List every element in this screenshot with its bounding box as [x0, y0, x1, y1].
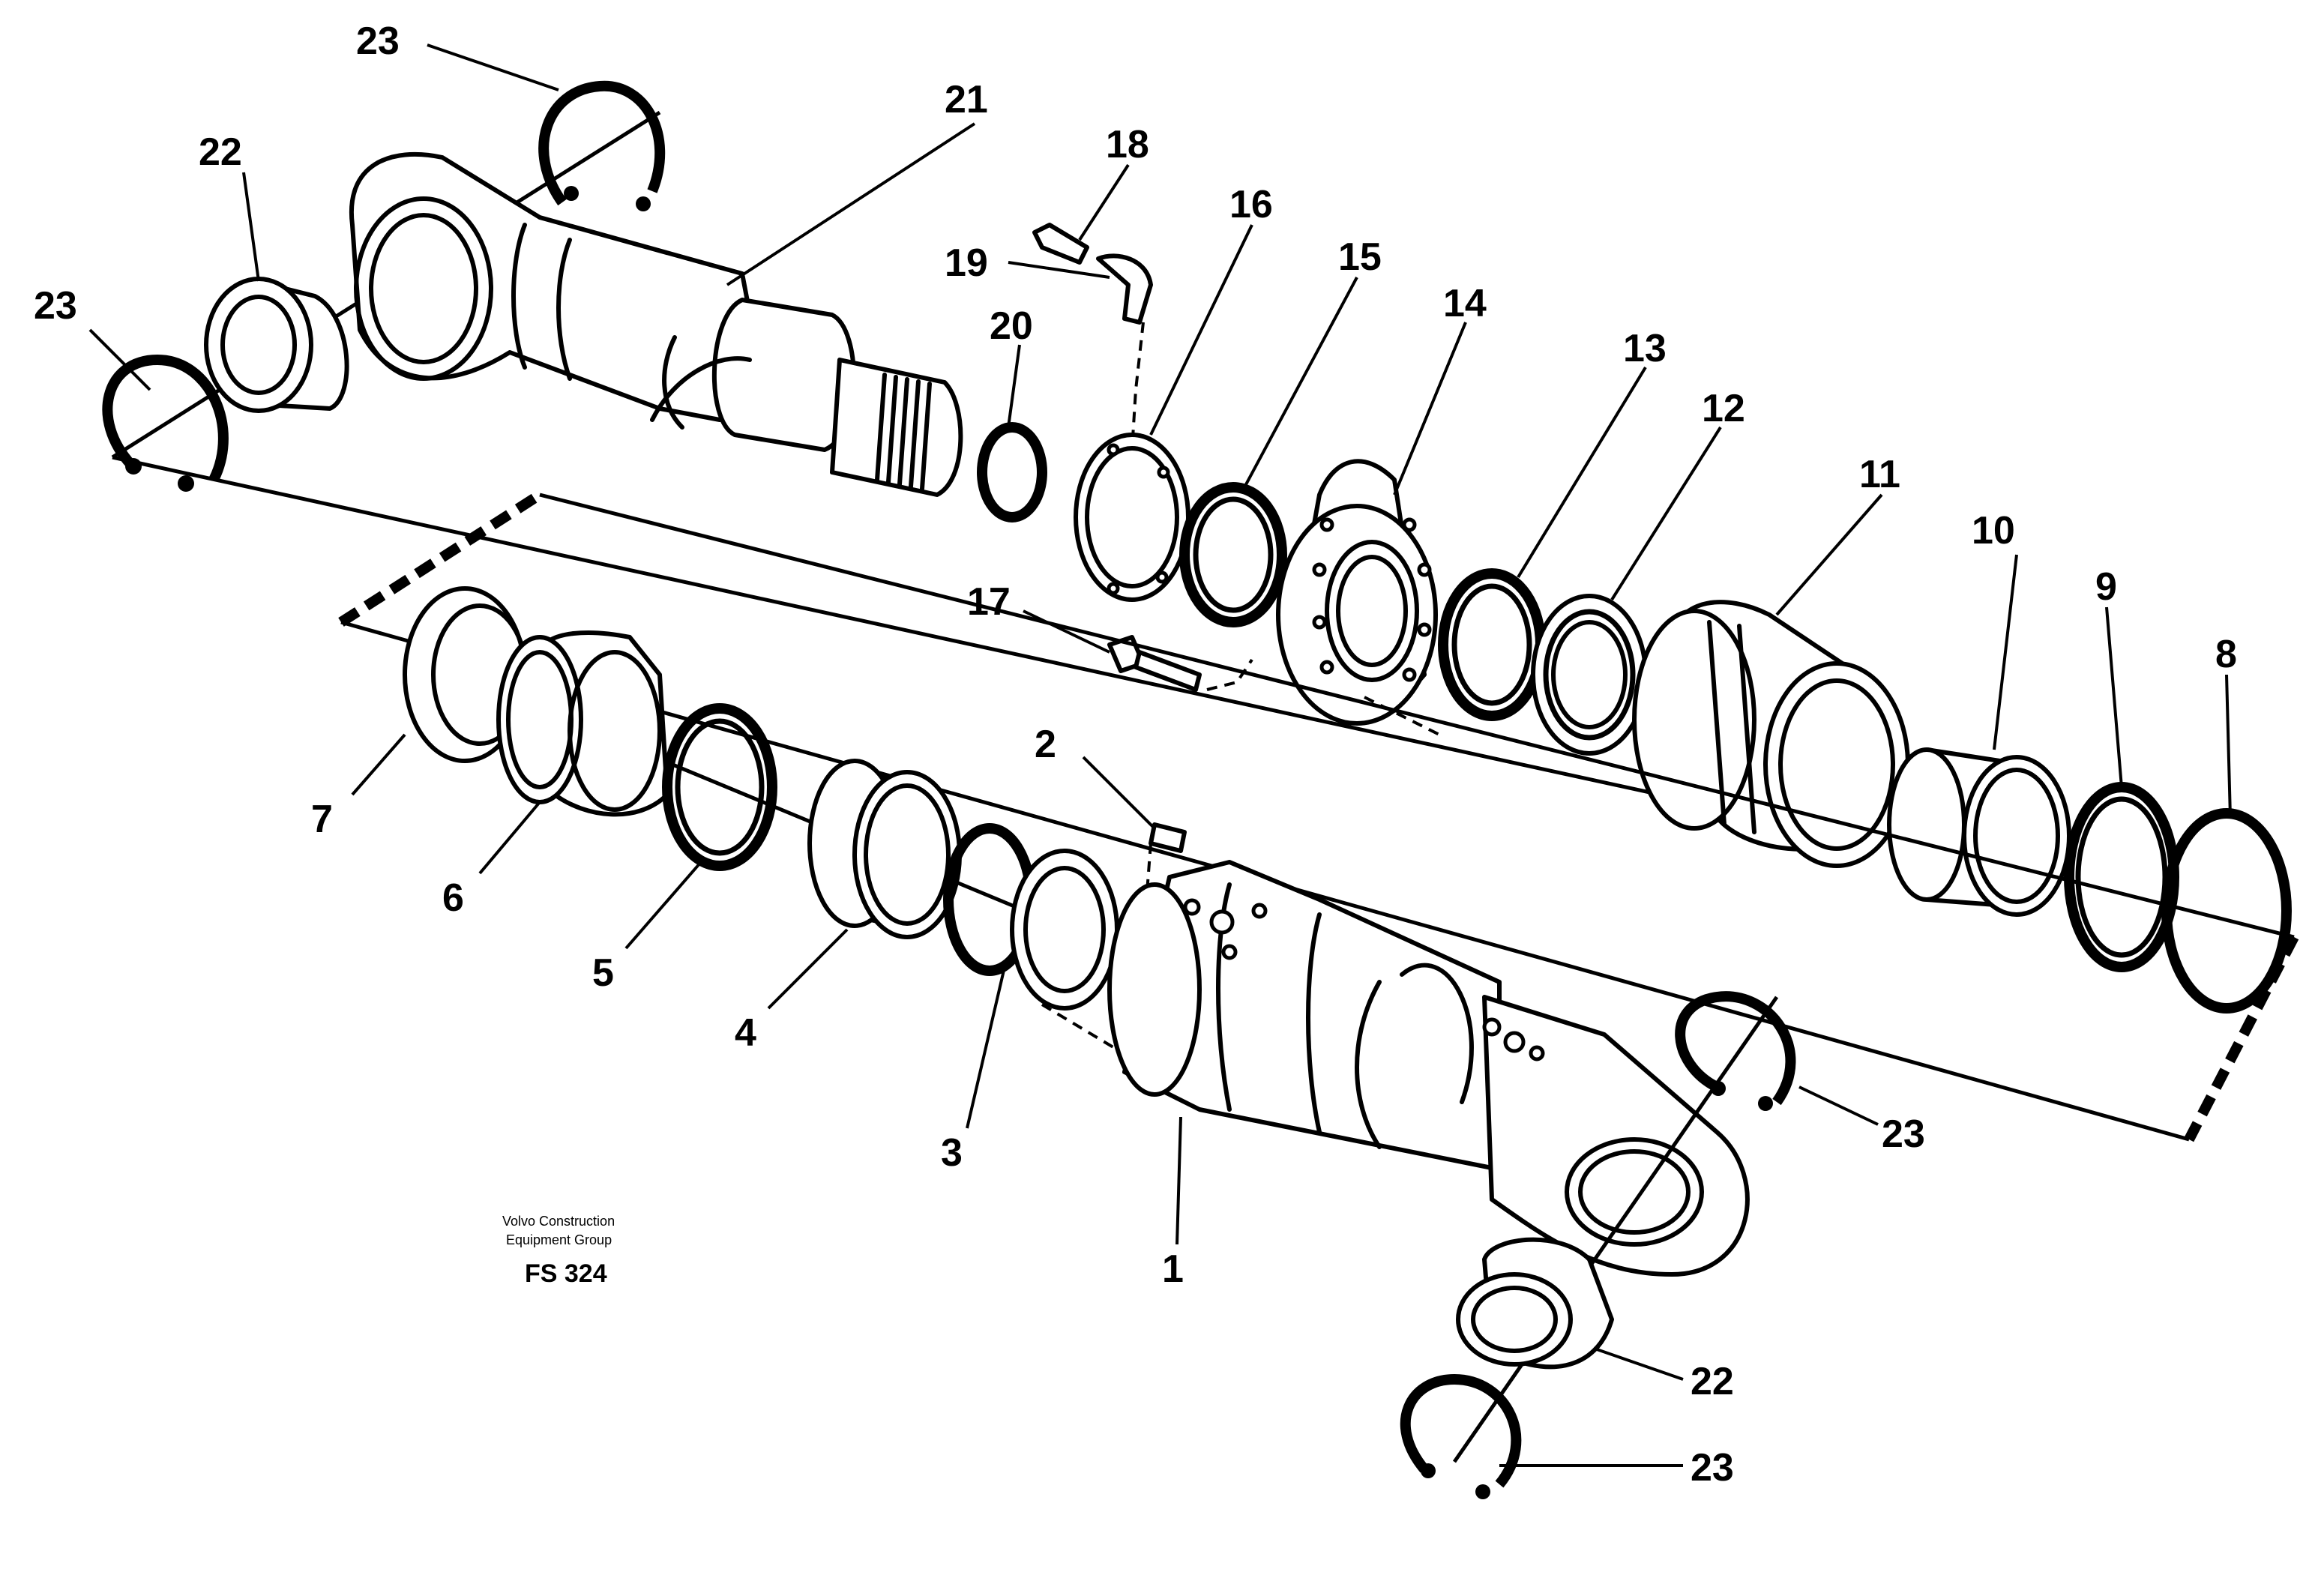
bushing-4: [807, 759, 962, 939]
callout-2: 2: [1035, 723, 1056, 766]
publisher-caption: Volvo Construction Equipment Group FS 32…: [502, 1214, 615, 1288]
caption-line-1: Volvo Construction: [502, 1214, 615, 1229]
callout-23-right: 23: [1882, 1112, 1925, 1156]
seal-ring-5-inner: [675, 718, 765, 856]
ring-9-inner: [2075, 796, 2168, 958]
cylinder-head-14: [1276, 459, 1438, 726]
callout-4: 4: [735, 1011, 756, 1055]
callout-15: 15: [1338, 235, 1382, 279]
clevis-axis-line: [1452, 996, 1779, 1463]
caption-line-2: Equipment Group: [506, 1232, 612, 1247]
callout-3: 3: [941, 1131, 963, 1175]
leader-lines: [88, 43, 2232, 1467]
retaining-ring-23-top: [538, 80, 666, 211]
callout-18: 18: [1106, 123, 1149, 166]
dash-guide-14: [1364, 696, 1440, 736]
seal-ring-15: [1179, 482, 1287, 627]
thread-lines: [875, 373, 932, 491]
figure-code: FS 324: [525, 1259, 607, 1288]
retaining-ring-23-left: [102, 354, 229, 492]
callout-1: 1: [1162, 1247, 1184, 1291]
callout-23-lower: 23: [1691, 1446, 1734, 1490]
callout-14: 14: [1443, 282, 1487, 325]
callout-8: 8: [2215, 633, 2237, 676]
ring-13-inner: [1451, 583, 1532, 706]
bearing-22-lower: [1456, 1237, 1614, 1370]
heavy-dash-right: [2184, 934, 2299, 1142]
piston-rod-21: [349, 151, 963, 497]
seal-ring-5: [662, 703, 777, 871]
callout-7: 7: [311, 798, 333, 841]
ring-13: [1438, 568, 1546, 721]
callout-22-left: 22: [199, 130, 242, 174]
callout-5: 5: [592, 951, 614, 995]
bolt-17: [1107, 635, 1202, 692]
ring-16: [1074, 433, 1190, 602]
bearing-22-left: [204, 277, 349, 413]
outline-top: [539, 493, 2295, 939]
bearing-housing-11: [1632, 600, 1910, 868]
callout-11: 11: [1859, 453, 1900, 496]
callouts: 23 22 23 21 18 19 20 16 15 14 13 12 11 1…: [34, 19, 2237, 1490]
dash-guide-17: [1206, 658, 1253, 691]
piston-6: [496, 630, 669, 817]
snap-ring-8: [2161, 808, 2292, 1014]
callout-12: 12: [1702, 387, 1745, 430]
seal-12: [1531, 594, 1648, 756]
callout-23-top: 23: [356, 19, 400, 63]
callout-6: 6: [442, 876, 464, 920]
callout-21: 21: [945, 78, 988, 121]
callout-10: 10: [1972, 509, 2015, 552]
callout-20: 20: [990, 304, 1033, 348]
grub-screw-2: [1149, 822, 1187, 853]
callout-19: 19: [945, 241, 988, 285]
retaining-ring-23-right: [1675, 991, 1796, 1111]
bolt-18: [1032, 223, 1089, 265]
bushing-3: [943, 823, 1119, 1011]
upper-axis-line: [112, 455, 1695, 804]
cylinder-barrel-1: [1107, 860, 1750, 1277]
ring-9: [2064, 782, 2179, 972]
lock-plate-19: [1096, 253, 1153, 325]
dash-guide-19: [1131, 322, 1145, 451]
callout-9: 9: [2095, 565, 2117, 609]
callout-22-lower: 22: [1691, 1360, 1734, 1403]
o-ring-20: [977, 422, 1047, 523]
heavy-dash-left: [338, 490, 543, 627]
callout-17: 17: [967, 580, 1011, 624]
callout-13: 13: [1623, 327, 1667, 370]
dash-guide-3: [1041, 1003, 1119, 1051]
seal-ring-15-inner: [1193, 496, 1274, 613]
callout-16: 16: [1229, 183, 1273, 226]
callout-23-left: 23: [34, 284, 77, 328]
bushing-10: [1887, 747, 2071, 917]
retaining-ring-23-lower: [1400, 1373, 1522, 1499]
